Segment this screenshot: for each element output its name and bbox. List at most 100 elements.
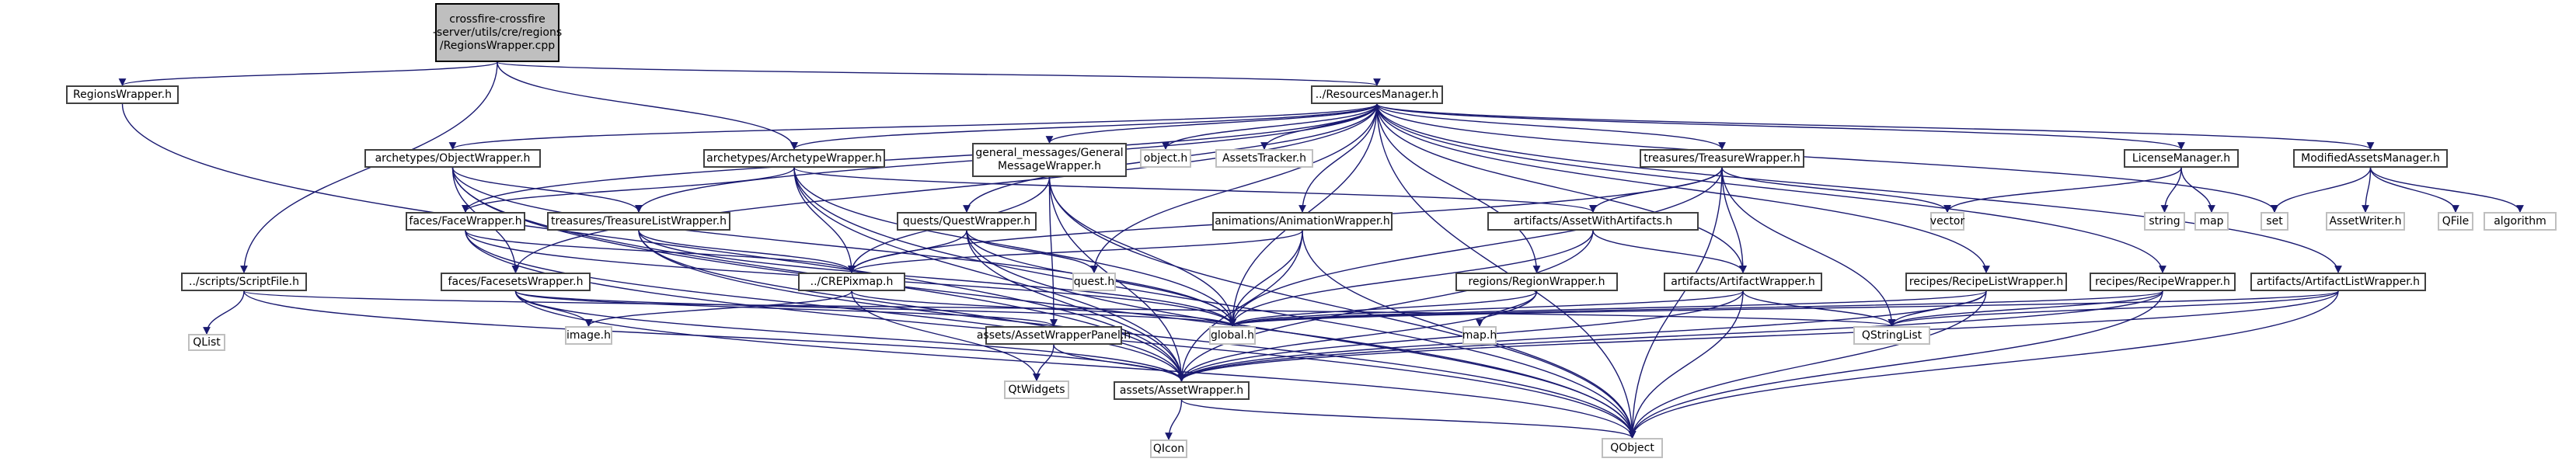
node-label: quest.h — [1073, 275, 1115, 288]
edge-treasurewrapper-to-globalh — [1229, 167, 1723, 327]
node-label: regions/RegionWrapper.h — [1468, 275, 1605, 288]
edge-resourcesmanager-to-archetypewrapper — [790, 103, 1378, 150]
graph-node-assetwrapperpanel[interactable]: assets/AssetWrapperPanel.h — [977, 326, 1131, 345]
graph-node-qlist: QList — [188, 334, 225, 351]
graph-node-qfile: QFile — [2438, 212, 2473, 231]
node-label: artifacts/AssetWithArtifacts.h — [1513, 214, 1673, 228]
graph-node-assetwithartifacts[interactable]: artifacts/AssetWithArtifacts.h — [1487, 212, 1699, 231]
edge-artifactwrapper-to-qobject — [1628, 290, 1744, 439]
edge-artifactwrapper-to-globalh — [1229, 290, 1744, 327]
edge-facesetswrapper-to-qobject — [514, 290, 1637, 439]
node-label: treasures/TreasureWrapper.h — [1644, 151, 1800, 165]
node-label: QFile — [2442, 214, 2470, 228]
edge-treasurewrapper-to-artifactwrapper — [1721, 167, 1747, 273]
graph-node-questwrapper[interactable]: quests/QuestWrapper.h — [897, 212, 1037, 231]
edge-licensemanager-to-vector — [1943, 167, 2182, 213]
node-label: object.h — [1143, 151, 1188, 165]
edge-resourcesmanager-to-artifactlistwrapper — [1376, 103, 2342, 273]
node-label: RegionsWrapper.h — [73, 88, 172, 101]
graph-node-objecth: object.h — [1140, 149, 1191, 168]
edge-regionwrapper-to-globalh — [1229, 290, 1538, 327]
edge-assetwithartifacts-to-assetwrapper — [1177, 230, 1594, 382]
edge-artifactlistwrapper-to-qobject — [1628, 290, 2339, 439]
edge-treasurewrapper-to-qstringlist — [1721, 167, 1896, 327]
graph-node-regionwrapper[interactable]: regions/RegionWrapper.h — [1455, 273, 1618, 291]
node-label: crossfire-crossfire -server/utils/cre/re… — [432, 12, 563, 52]
edge-questwrapper-to-qobject — [966, 230, 1637, 439]
node-label: LicenseManager.h — [2132, 151, 2231, 165]
edge-treasurewrapper-to-vector — [1721, 167, 1951, 213]
edge-assetwrapper-to-qobject — [1180, 399, 1637, 439]
node-label: treasures/TreasureListWrapper.h — [551, 214, 727, 228]
edge-resourcesmanager-to-modifiedassetsmanager — [1376, 103, 2375, 150]
edge-resourcesmanager-to-recipelistwrapper — [1376, 103, 1990, 273]
edge-crepixmap-to-qtwidgets — [851, 290, 1041, 381]
graph-node-facesetswrapper[interactable]: faces/FacesetsWrapper.h — [441, 273, 591, 291]
node-label: global.h — [1210, 328, 1255, 342]
edge-assetwrapper-to-qicon — [1165, 399, 1183, 440]
graph-node-string: string — [2144, 212, 2185, 231]
graph-node-globalh: global.h — [1209, 326, 1256, 345]
node-label: ../CREPixmap.h — [810, 275, 894, 288]
node-label: ../scripts/ScriptFile.h — [189, 275, 299, 288]
edge-assetwrapperpanel-to-qtwidgets — [1033, 344, 1054, 381]
edge-recipewrapper-to-globalh — [1229, 290, 2163, 327]
node-label: ../ResourcesManager.h — [1315, 88, 1439, 101]
graph-node-resourcesmanager[interactable]: ../ResourcesManager.h — [1311, 85, 1443, 104]
edge-artifactlistwrapper-to-globalh — [1229, 290, 2339, 327]
edge-resourcesmanager-to-recipewrapper — [1376, 103, 2166, 273]
edge-archetypewrapper-to-facewrapper — [462, 167, 795, 213]
node-label: map — [2199, 214, 2224, 228]
edge-facesetswrapper-to-assetwrapper — [514, 290, 1186, 382]
edge-facesetswrapper-to-imageh — [514, 290, 593, 327]
graph-node-artifactlistwrapper[interactable]: artifacts/ArtifactListWrapper.h — [2250, 273, 2426, 291]
edge-artifactlistwrapper-to-qstringlist — [1888, 290, 2339, 327]
graph-node-regionswrapperh[interactable]: RegionsWrapper.h — [66, 85, 179, 104]
edge-recipewrapper-to-qobject — [1628, 290, 2163, 439]
edge-resourcesmanager-to-facesetswrapper — [511, 103, 1378, 273]
graph-node-qtwidgets: QtWidgets — [1004, 380, 1069, 399]
edge-artifactlistwrapper-to-assetwrapper — [1177, 290, 2339, 382]
edge-archetypewrapper-to-assetwrapper — [793, 167, 1186, 382]
edge-resourcesmanager-to-regionwrapper — [1376, 103, 1541, 273]
node-label: assets/AssetWrapper.h — [1119, 384, 1244, 397]
node-label: faces/FacesetsWrapper.h — [448, 275, 584, 288]
graph-node-set: set — [2261, 212, 2288, 231]
graph-node-root[interactable]: crossfire-crossfire -server/utils/cre/re… — [432, 3, 563, 62]
node-label: QList — [193, 335, 221, 349]
graph-node-recipelistwrapper[interactable]: recipes/RecipeListWrapper.h — [1905, 273, 2067, 291]
graph-node-crepixmap[interactable]: ../CREPixmap.h — [798, 273, 905, 291]
edge-facesetswrapper-to-assetwrapperpanel — [514, 290, 1058, 327]
graph-node-objectwrapper[interactable]: archetypes/ObjectWrapper.h — [364, 149, 541, 168]
edge-facewrapper-to-crepixmap — [465, 230, 856, 273]
graph-node-recipewrapper[interactable]: recipes/RecipeWrapper.h — [2090, 273, 2236, 291]
graph-node-archetypewrapper[interactable]: archetypes/ArchetypeWrapper.h — [703, 149, 885, 168]
graph-node-assetwrapper[interactable]: assets/AssetWrapper.h — [1114, 381, 1250, 400]
edge-objectwrapper-to-globalh — [451, 167, 1236, 327]
node-label: quests/QuestWrapper.h — [902, 214, 1031, 228]
graph-node-map: map — [2194, 212, 2229, 231]
graph-node-assetwriter: AssetWriter.h — [2326, 212, 2405, 231]
node-label: QObject — [1610, 441, 1654, 454]
graph-node-modifiedassetsmanager[interactable]: ModifiedAssetsManager.h — [2293, 149, 2448, 168]
graph-node-qicon: QIcon — [1150, 439, 1187, 458]
edge-treasurewrapper-to-assetwithartifacts — [1589, 167, 1723, 213]
edge-recipelistwrapper-to-qobject — [1628, 290, 1987, 439]
edge-root-to-resourcesmanager — [497, 61, 1381, 86]
graph-node-treasurewrapper[interactable]: treasures/TreasureWrapper.h — [1640, 149, 1804, 168]
node-label: recipes/RecipeListWrapper.h — [1908, 275, 2064, 288]
edge-treasurelistwrapper-to-qobject — [638, 230, 1637, 439]
node-label: set — [2266, 214, 2283, 228]
graph-node-scriptfile[interactable]: ../scripts/ScriptFile.h — [181, 273, 307, 291]
node-label: string — [2149, 214, 2180, 228]
graph-node-animationwrapper[interactable]: animations/AnimationWrapper.h — [1212, 212, 1393, 231]
edge-treasurewrapper-to-qobject — [1628, 167, 1723, 439]
graph-node-treasurelistwrapper[interactable]: treasures/TreasureListWrapper.h — [547, 212, 730, 231]
graph-node-generalmessagewrapper[interactable]: general_messages/General MessageWrapper.… — [972, 143, 1127, 177]
edge-resourcesmanager-to-facewrapper — [462, 103, 1378, 213]
edge-treasurelistwrapper-to-assetwrapper — [638, 230, 1186, 382]
graph-node-facewrapper[interactable]: faces/FaceWrapper.h — [406, 212, 525, 231]
graph-node-licensemanager[interactable]: LicenseManager.h — [2124, 149, 2239, 168]
graph-node-artifactwrapper[interactable]: artifacts/ArtifactWrapper.h — [1664, 273, 1822, 291]
